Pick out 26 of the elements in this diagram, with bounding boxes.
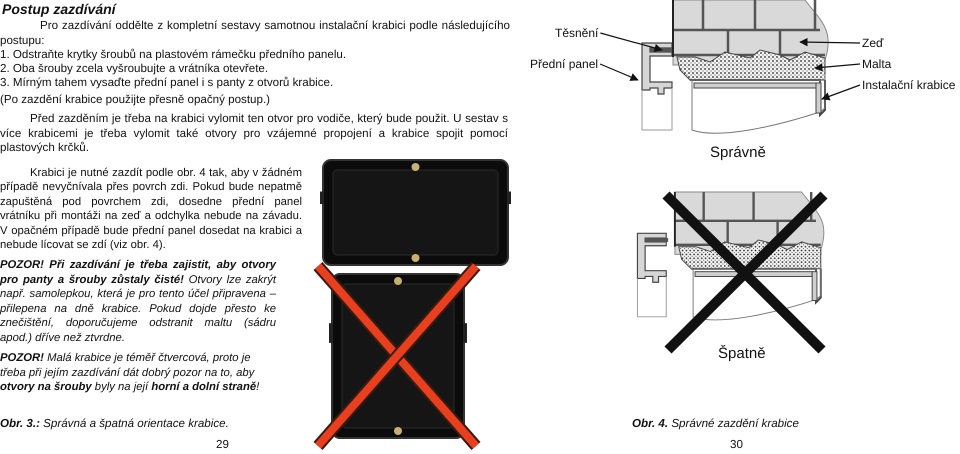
figure-caption: Obr. 3.: Správná a špatná orientace krabice.: [0, 417, 229, 432]
leader-line: [821, 84, 860, 100]
wall-section-drawing: [641, 0, 829, 134]
leader-line: [600, 32, 663, 52]
list-item: 3. Mírným tahem vysaďte přední panel i s panty z otvorů krabice.: [0, 76, 334, 90]
figure-caption: Obr. 4. Správné zazdění krabice: [632, 417, 799, 432]
leader-line: [799, 38, 860, 46]
list-item: 2. Oba šrouby zcela vyšroubujte a vrátníka otevřete.: [0, 62, 270, 76]
section-heading: Postup zazdívání: [2, 2, 116, 16]
list-item: 1. Odstraňte krytky šroubů na plastovém rámečku předního panelu.: [0, 48, 348, 62]
paragraph: Krabici je nutné zazdít podle obr. 4 tak, aby v žádném případě nevyčnívala přes povrch zdi. Pokud bude nepatmě zapuštěná pod povrchem zdi, dosedne přední panel vrátníku při montáži na zeď a odchylka nebude na závadu. V opačném případě bude přední panel dosedat na krabici a nebude lícovat se zdí (viz obr. 4).: [0, 166, 302, 252]
figure-label: Špatně: [718, 347, 766, 362]
part-label: Přední panel: [530, 57, 598, 71]
part-label: Instalační krabice: [862, 78, 956, 92]
warning-paragraph: POZOR! Při zazdívání je třeba zajistit, aby otvory pro panty a šrouby zůstaly čisté! Otvory lze zakrýt např. samolepkou, která je pro tento účel připravena – přilepena na dně krabice. Pokud dojde přesto ke znečištění, doporučujeme odstranit maltu (sádru apod.) dříve než ztvrdne.: [0, 258, 276, 346]
page-number: 29: [216, 438, 229, 452]
part-label: Zeď: [862, 36, 884, 50]
paragraph: Před zazděním je třeba na krabici vylomit ten otvor pro vodiče, který bude použit. U sestav s více krabicemi je třeba vylomit také otvory pro vzájemné propojení a krabice spojit pomocí plastových krčků.: [0, 112, 508, 156]
paragraph: Pro zazdívání oddělte z kompletní sestavy samotnou instalační krabici podle následujícího postupu:: [0, 19, 510, 48]
leader-line: [814, 63, 860, 72]
part-label: Malta: [862, 57, 892, 71]
part-label: Těsnění: [555, 26, 598, 40]
page-number: 30: [730, 438, 743, 452]
leader-line: [600, 63, 639, 81]
note: (Po zazdění krabice použijte přesně opačný postup.): [0, 93, 272, 108]
warning-paragraph: POZOR! Malá krabice je téměř čtvercová, proto je třeba při jejím zazdívání dát dobrý pozor na to, aby otvory na šrouby byly na její horní a dolní straně!: [0, 351, 260, 395]
